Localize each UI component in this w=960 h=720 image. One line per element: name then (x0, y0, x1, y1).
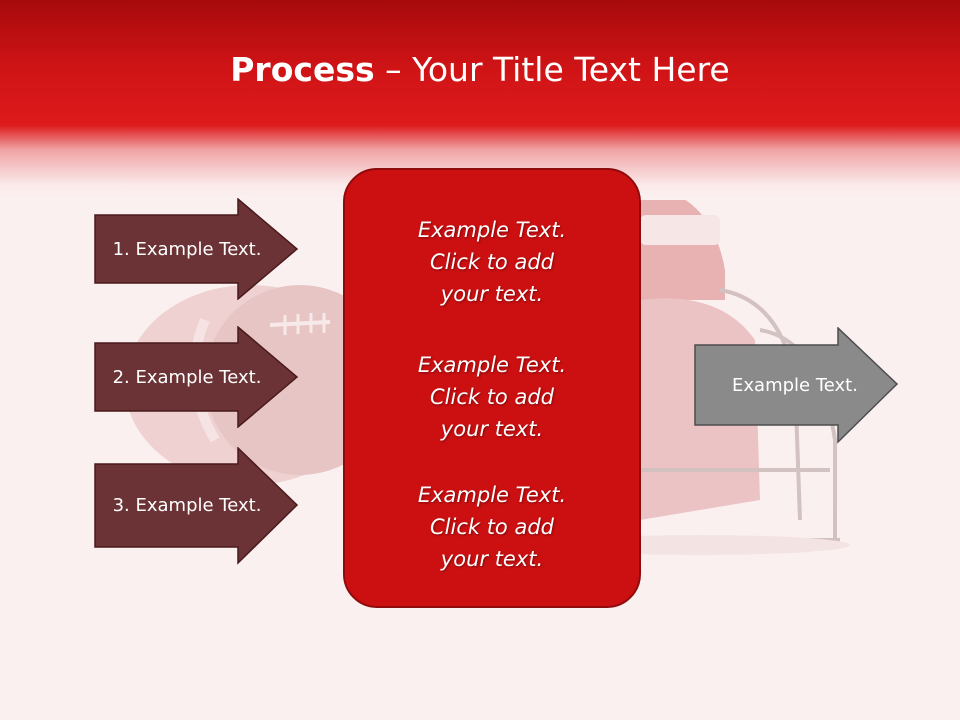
left-arrow-1[interactable] (94, 198, 300, 300)
title-rest: – Your Title Text Here (374, 50, 730, 89)
center-line: Click to add (429, 385, 554, 409)
title-bold: Process (230, 50, 375, 89)
center-text-box[interactable]: Example Text. Click to add your text. Ex… (343, 168, 641, 608)
center-line: Example Text. (417, 353, 567, 377)
center-line: your text. (440, 417, 544, 441)
right-arrow-label: Example Text. (732, 374, 858, 396)
left-arrow-1-label: 1. Example Text. (112, 238, 262, 260)
header-band (0, 0, 960, 200)
center-line: your text. (440, 282, 544, 306)
left-arrow-2-label: 2. Example Text. (112, 366, 262, 388)
right-arrow[interactable] (694, 327, 900, 444)
center-paragraph-3: Example Text. Click to add your text. (345, 479, 639, 575)
center-line: Example Text. (417, 483, 567, 507)
left-arrow-2[interactable] (94, 326, 300, 428)
left-arrow-3[interactable] (94, 447, 300, 565)
center-paragraph-1: Example Text. Click to add your text. (345, 214, 639, 310)
center-line: Click to add (429, 515, 554, 539)
center-line: Example Text. (417, 218, 567, 242)
slide-title: Process – Your Title Text Here (0, 50, 960, 89)
left-arrow-3-label: 3. Example Text. (112, 495, 262, 516)
center-line: Click to add (429, 250, 554, 274)
center-line: your text. (440, 547, 544, 571)
center-paragraph-2: Example Text. Click to add your text. (345, 349, 639, 445)
